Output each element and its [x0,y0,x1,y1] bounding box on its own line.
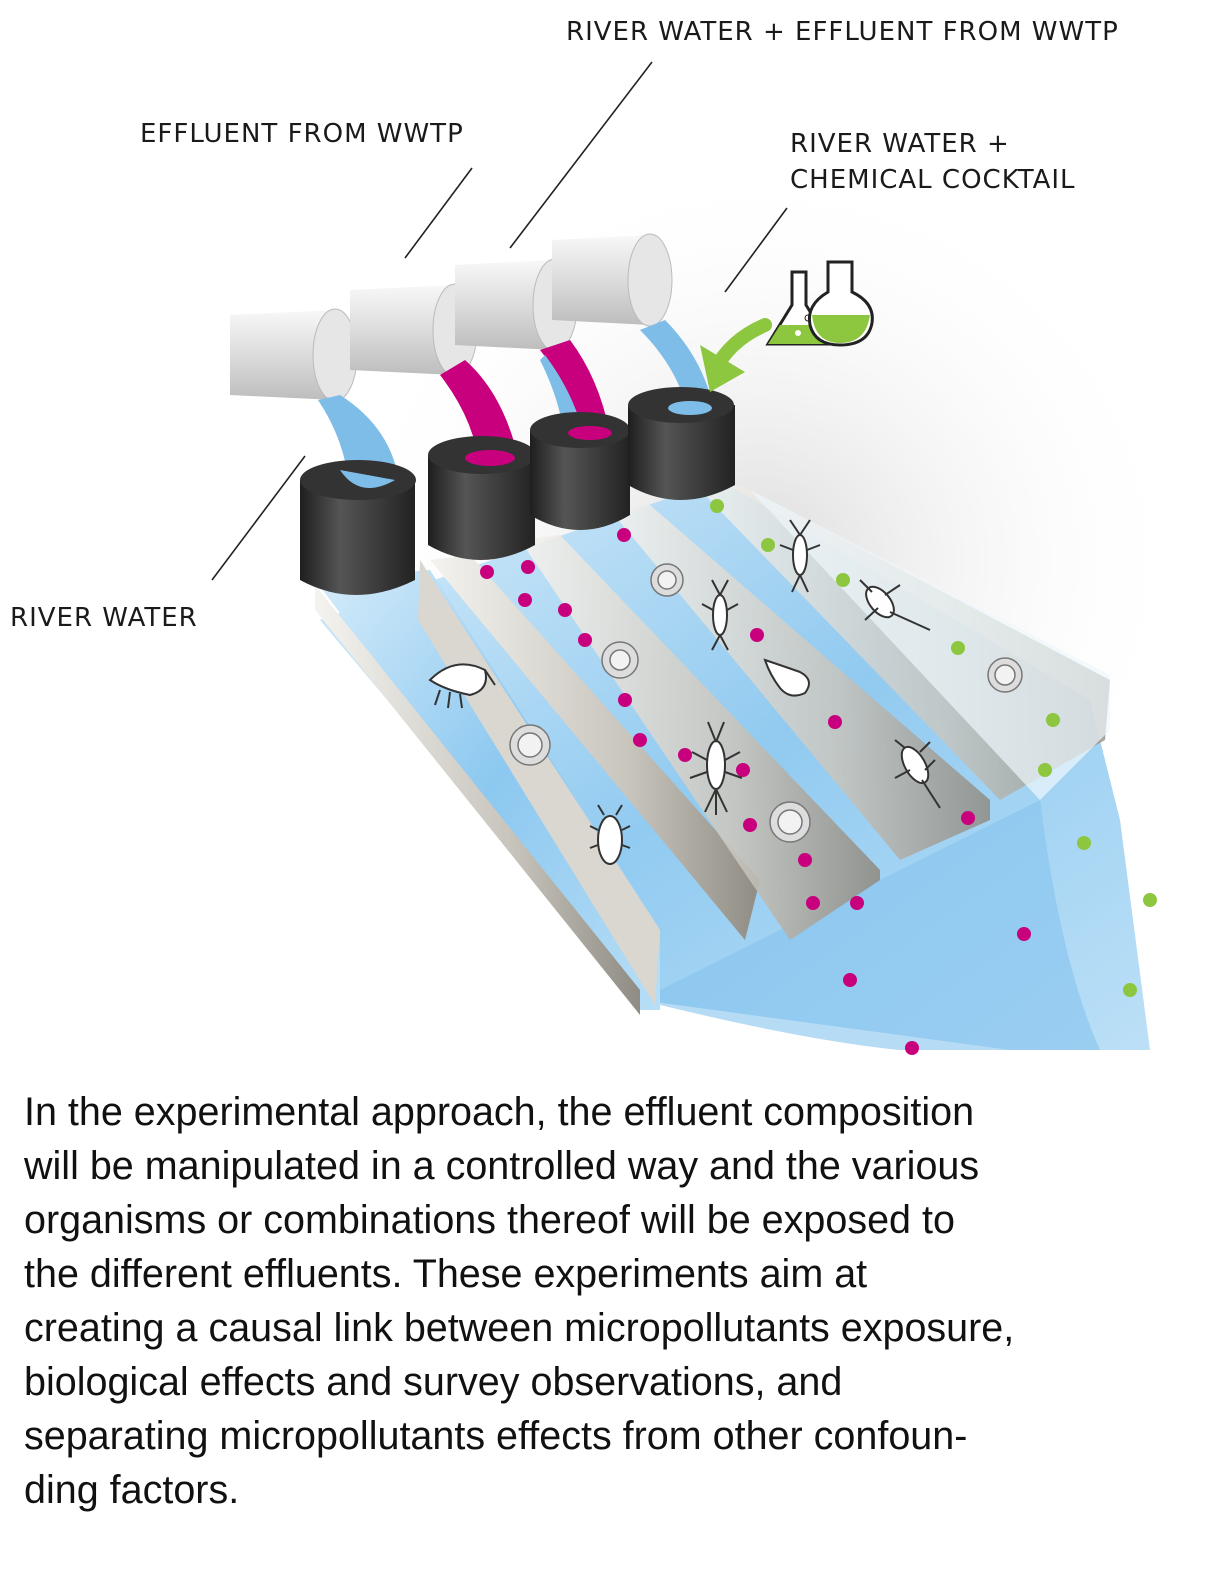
tank-2 [428,436,536,560]
shrimp-icon [428,663,496,709]
leader-lines [211,61,788,581]
label-river-water-effluent: RIVER WATER + EFFLUENT FROM WWTP [566,17,1119,47]
tank-4 [628,387,735,500]
pipe-1 [230,308,358,402]
label-effluent: EFFLUENT FROM WWTP [140,119,464,149]
beaker-icon [807,260,874,347]
isopod-icon [589,804,631,865]
label-river-chemical: RIVER WATER + CHEMICAL COCKTAIL [790,129,1076,195]
chemical-dots [710,499,1157,997]
arrow-icon [700,318,772,392]
tank-1 [300,460,416,595]
caption-text: In the experimental approach, the efflue… [24,1090,1015,1512]
mayfly-icon [689,519,941,815]
label-river-water: RIVER WATER [10,603,198,633]
pollen-icon [509,563,1023,843]
experimental-setup-diagram: RIVER WATER + EFFLUENT FROM WWTP EFFLUEN… [10,17,1190,1055]
tank-3 [530,412,630,530]
snail-icon [763,658,810,697]
diagram-canvas [211,61,1190,1055]
pipe-4 [552,233,673,327]
